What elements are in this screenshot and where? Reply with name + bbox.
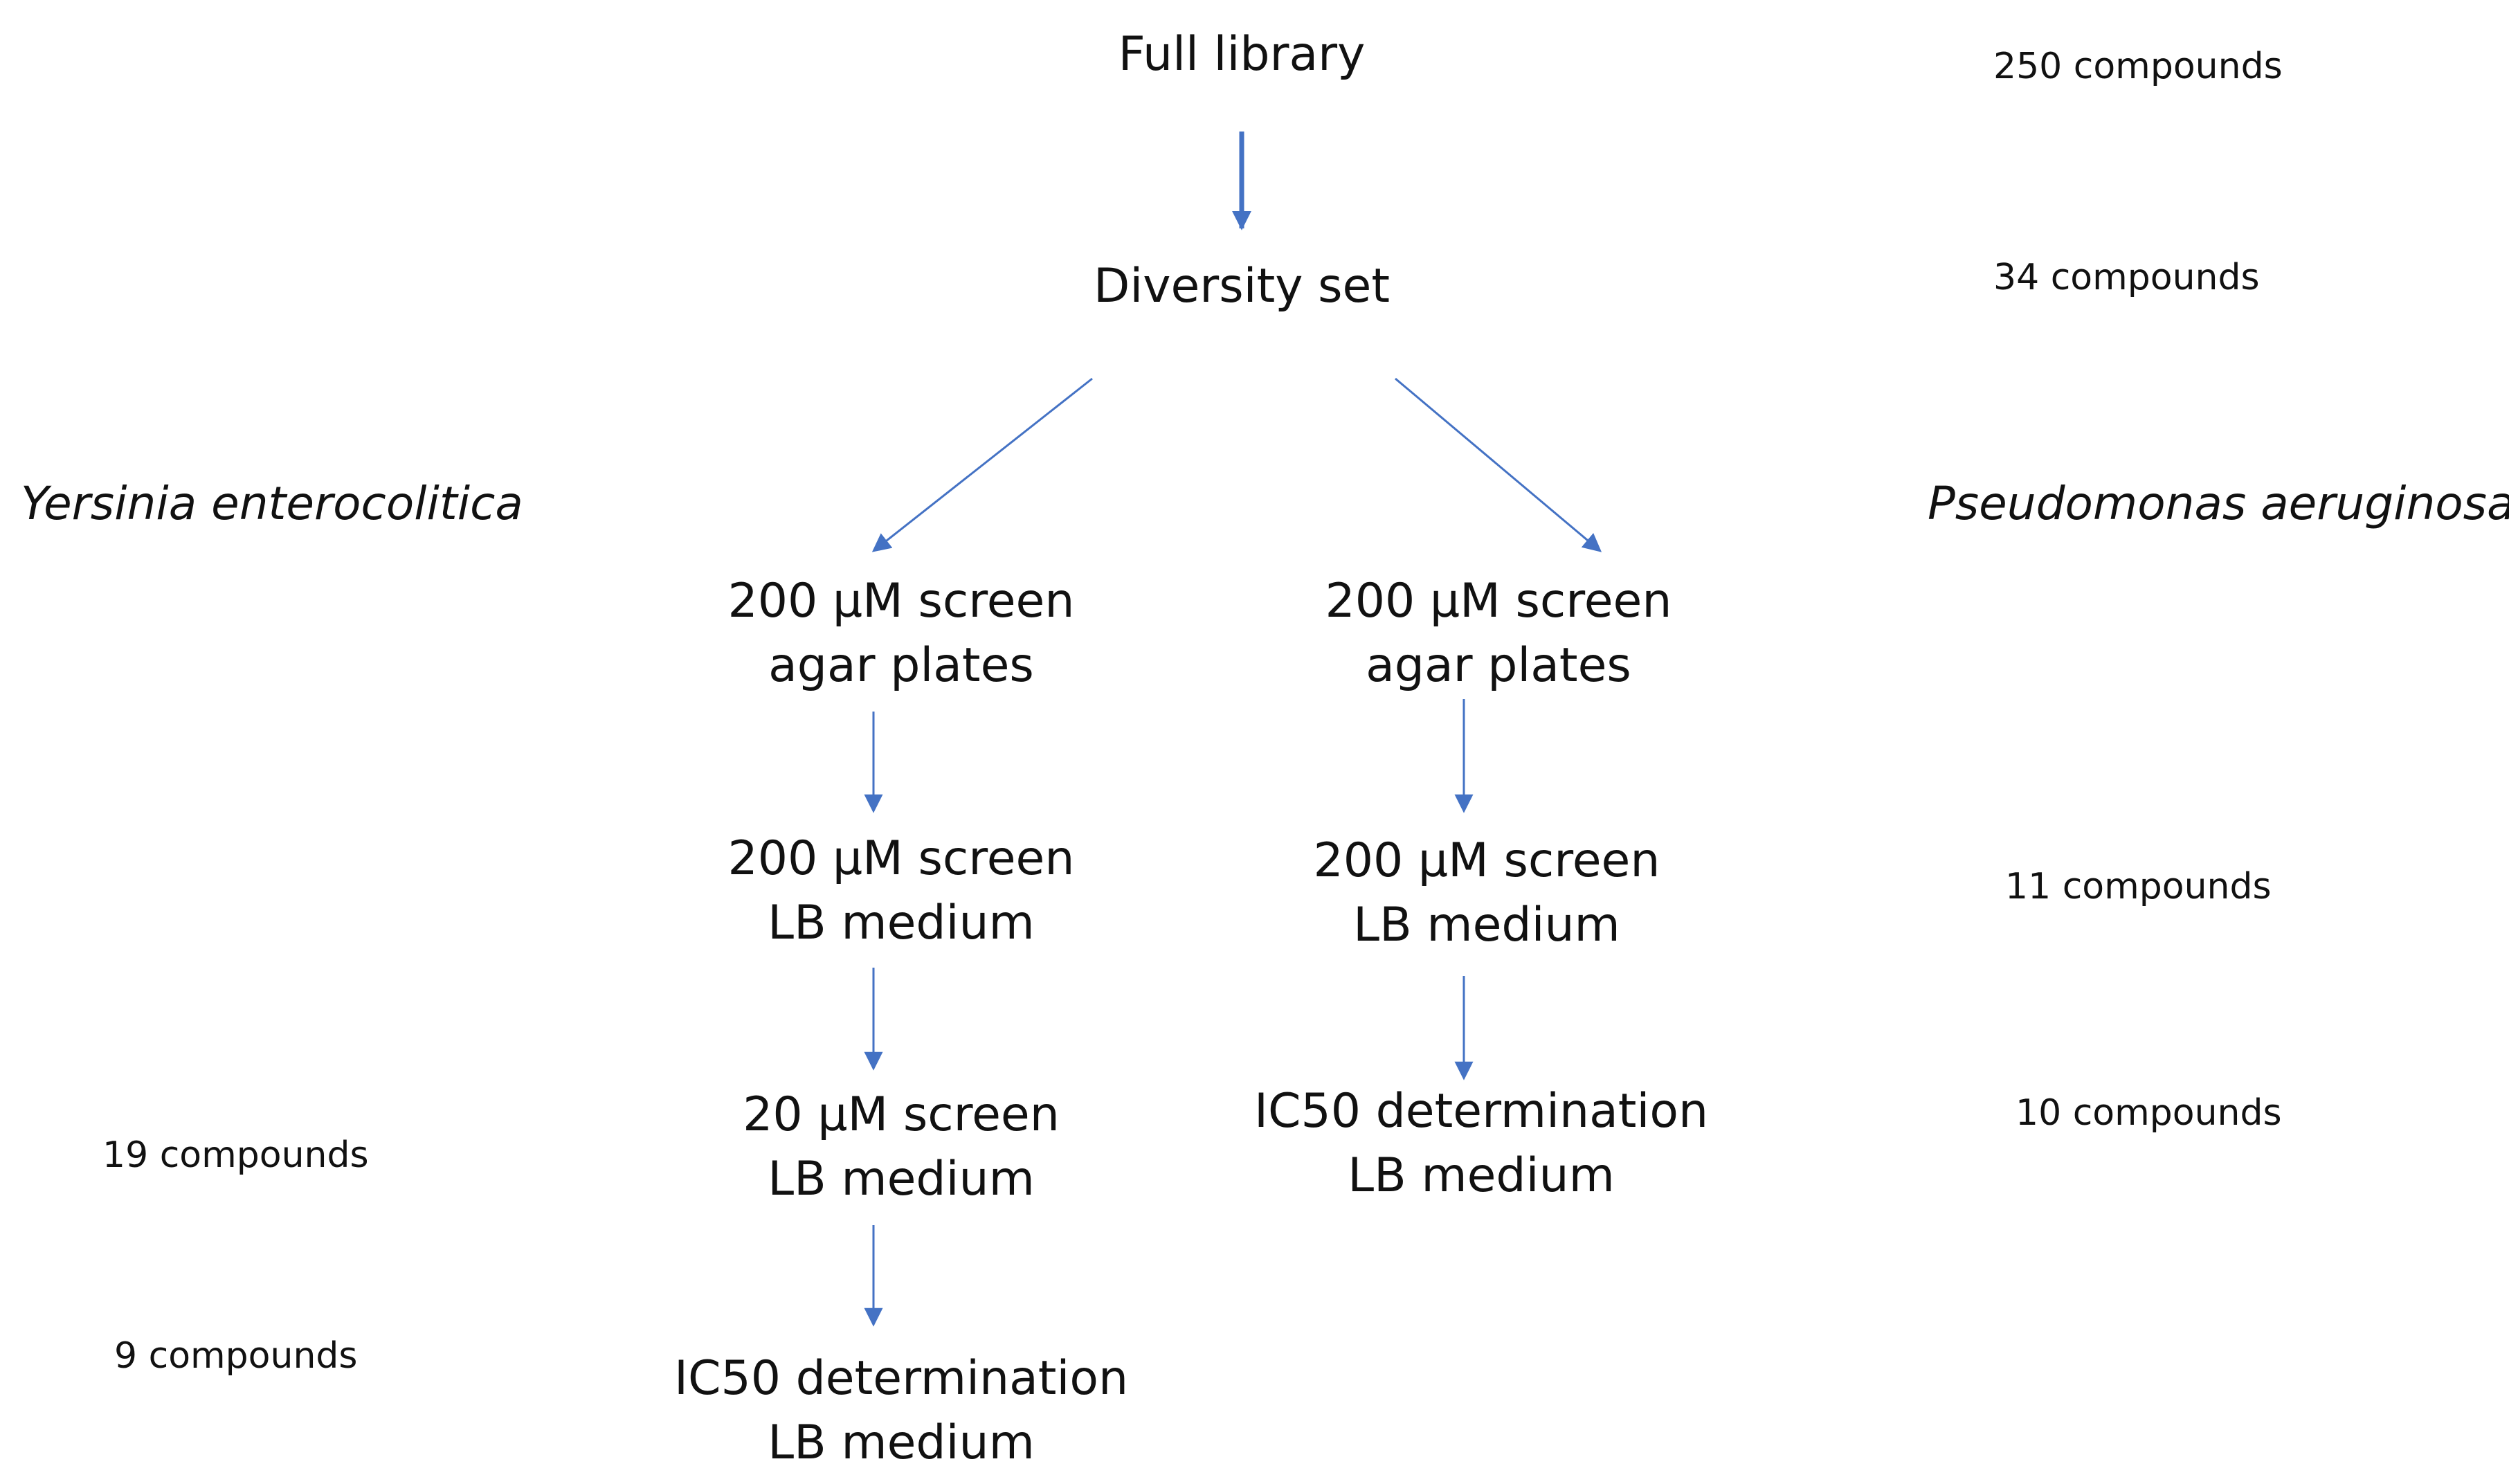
node-pseudomonas-200um-lb: 200 µM screen LB medium — [1313, 838, 1660, 966]
node-full-library: Full library — [1118, 27, 1366, 82]
count-yersinia-20um: 19 compounds — [102, 1134, 369, 1176]
node-line-2: LB medium — [1353, 898, 1620, 952]
node-line-2: LB medium — [1348, 1148, 1615, 1203]
node-yersinia-200um-lb: 200 µM screen LB medium — [727, 835, 1074, 964]
node-pseudomonas-ic50: IC50 determination LB medium — [1254, 1088, 1708, 1217]
node-yersinia-200um-agar: 200 µM screen agar plates — [727, 578, 1074, 707]
node-line-2: LB medium — [768, 1152, 1035, 1206]
count-pseudomonas-ic50: 10 compounds — [2016, 1092, 2282, 1134]
node-yersinia-ic50: IC50 determination LB medium — [674, 1355, 1128, 1484]
count-full-library: 250 compounds — [1993, 46, 2283, 87]
node-pseudomonas-200um-agar: 200 µM screen agar plates — [1325, 578, 1672, 707]
organism-label-pseudomonas: Pseudomonas aeruginosa — [1928, 477, 2509, 530]
node-line-1: 200 µM screen — [727, 574, 1075, 628]
node-line-2: agar plates — [768, 638, 1034, 693]
node-line-1: IC50 determination — [1253, 1084, 1709, 1139]
node-line-1: 20 µM screen — [743, 1087, 1060, 1142]
count-pseudomonas-lb: 11 compounds — [2005, 866, 2272, 907]
node-line-2: LB medium — [768, 896, 1035, 950]
node-line-1: IC50 determination — [673, 1351, 1129, 1406]
node-diversity-set: Diversity set — [1093, 259, 1391, 314]
node-line-1: 200 µM screen — [1313, 833, 1660, 888]
node-line-1: 200 µM screen — [727, 831, 1075, 886]
count-yersinia-ic50: 9 compounds — [114, 1335, 358, 1377]
node-line-2: agar plates — [1366, 638, 1631, 693]
count-diversity-set: 34 compounds — [1993, 257, 2260, 298]
arrow-diversity-to-pseudomonas — [1395, 377, 1602, 552]
node-line-2: LB medium — [768, 1415, 1035, 1470]
node-line-1: 200 µM screen — [1325, 574, 1672, 628]
organism-label-yersinia: Yersinia enterocolitica — [21, 477, 523, 530]
arrow-diversity-to-yersinia — [871, 377, 1093, 552]
node-yersinia-20um-lb: 20 µM screen LB medium — [743, 1092, 1060, 1220]
